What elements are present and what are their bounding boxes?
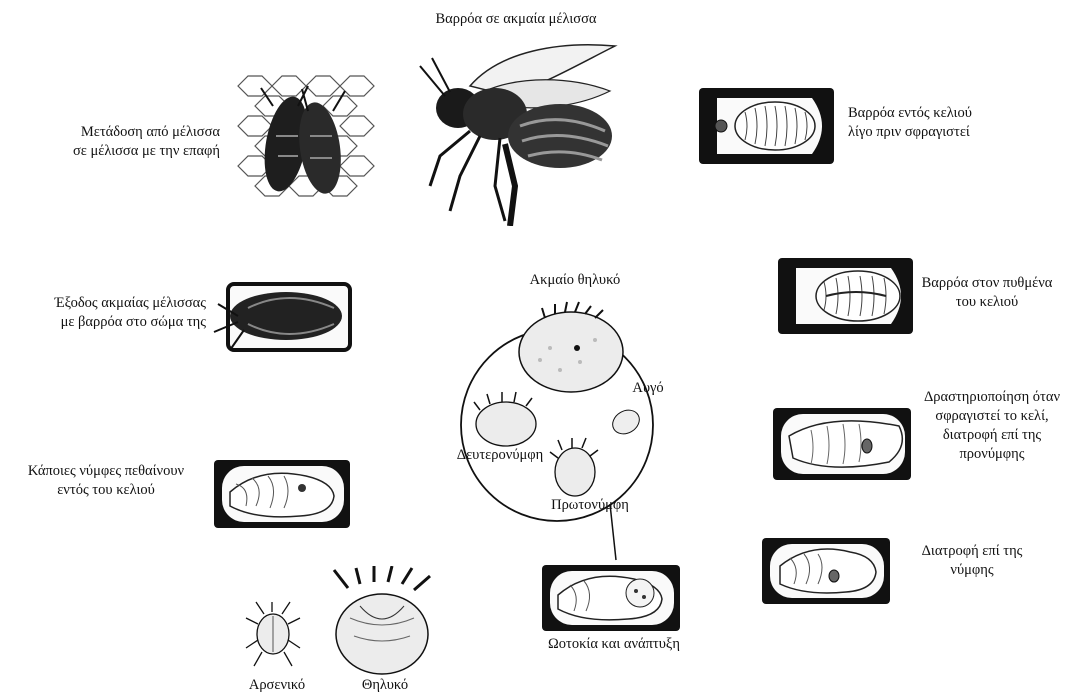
label-deutonymph: Δευτερονύμφη xyxy=(440,446,560,465)
label-adult-bee: Βαρρόα σε ακμαία μέλισσα xyxy=(412,10,620,29)
label-transmission: Μετάδοση από μέλισσα σε μέλισσα με την ε… xyxy=(20,123,220,161)
cell-bee-exit-illustration xyxy=(208,280,354,354)
label-die-line2: εντός του κελιού xyxy=(4,481,208,500)
cell-dead-pupa-illustration xyxy=(212,458,352,530)
label-activation-line4: προνύμφης xyxy=(908,445,1076,464)
label-feeding-line1: Διατροφή επί της xyxy=(892,542,1052,561)
cell-pupa-feeding-illustration xyxy=(760,536,892,606)
label-bee-exit: Έξοδος ακμαίας μέλισσας με βαρρόα στο σώ… xyxy=(10,294,206,332)
cell-sealed-larva-illustration xyxy=(771,406,913,482)
label-some-pupae-die: Κάποιες νύμφες πεθαίνουν εντός του κελιο… xyxy=(4,462,208,500)
label-activation-line2: σφραγιστεί το κελί, xyxy=(908,407,1076,426)
label-transmission-line1: Μετάδοση από μέλισσα xyxy=(20,123,220,142)
label-activation-line3: διατροφή επί της xyxy=(908,426,1076,445)
label-activation: Δραστηριοποίηση όταν σφραγιστεί το κελί,… xyxy=(908,388,1076,464)
label-egg: Αυγό xyxy=(618,379,678,398)
adult-bee-illustration xyxy=(410,36,620,226)
label-cell-bottom: Βαρρόα στον πυθμένα του κελιού xyxy=(912,274,1062,312)
honeycomb-bees-illustration xyxy=(228,66,380,212)
label-die-line1: Κάποιες νύμφες πεθαίνουν xyxy=(4,462,208,481)
label-oviposition: Ωοτοκία και ανάπτυξη xyxy=(516,635,712,654)
label-male: Αρσενικό xyxy=(232,676,322,694)
label-protonymph: Πρωτονύμφη xyxy=(530,496,650,515)
label-adult-female: Ακμαίο θηλυκό xyxy=(500,271,650,290)
label-cell-bottom-line2: του κελιού xyxy=(912,293,1062,312)
label-female: Θηλυκό xyxy=(340,676,430,694)
male-mite-illustration xyxy=(244,600,302,674)
cell-bottom-illustration xyxy=(776,256,916,336)
mite-stages-circle xyxy=(450,290,664,598)
label-transmission-line2: σε μέλισσα με την επαφή xyxy=(20,142,220,161)
cell-before-sealing-illustration xyxy=(697,86,837,166)
label-cell-before-sealing: Βαρρόα εντός κελιού λίγο πριν σφραγιστεί xyxy=(848,104,1038,142)
label-feeding-pupa: Διατροφή επί της νύμφης xyxy=(892,542,1052,580)
female-mite-illustration xyxy=(330,566,434,678)
label-feeding-line2: νύμφης xyxy=(892,561,1052,580)
label-exit-line2: με βαρρόα στο σώμα της xyxy=(10,313,206,332)
label-cell-before-line2: λίγο πριν σφραγιστεί xyxy=(848,123,1038,142)
label-cell-before-line1: Βαρρόα εντός κελιού xyxy=(848,104,1038,123)
label-exit-line1: Έξοδος ακμαίας μέλισσας xyxy=(10,294,206,313)
label-cell-bottom-line1: Βαρρόα στον πυθμένα xyxy=(912,274,1062,293)
label-activation-line1: Δραστηριοποίηση όταν xyxy=(908,388,1076,407)
